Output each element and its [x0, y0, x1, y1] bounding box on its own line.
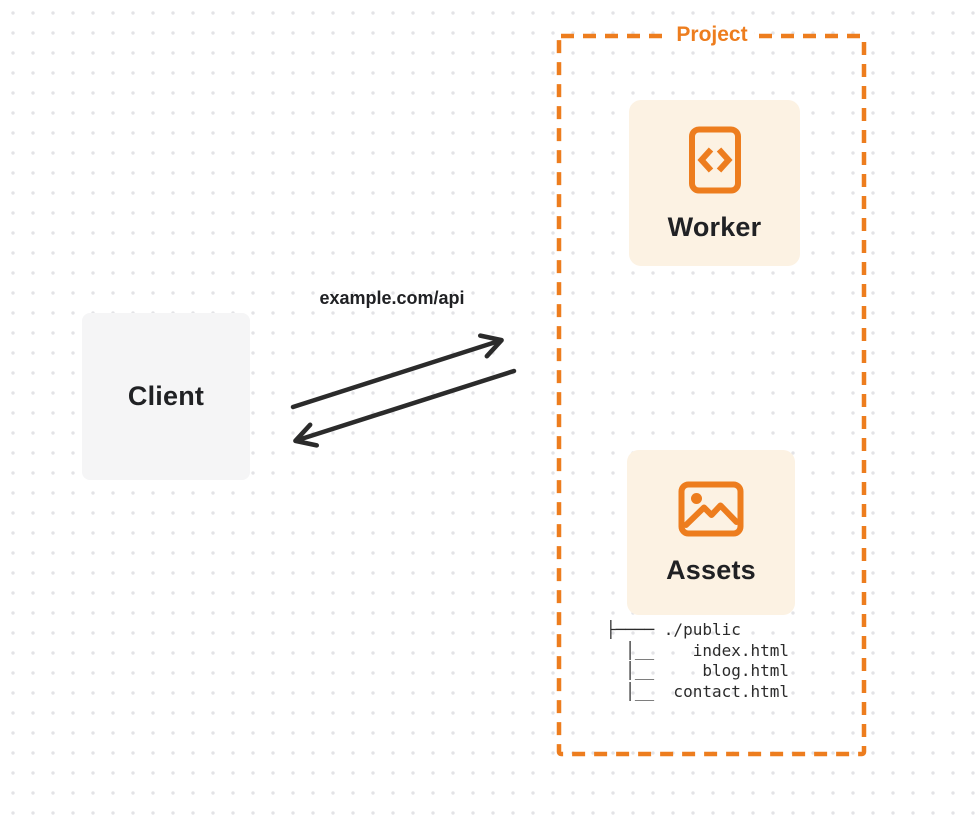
file-tree-line-contact: │__ contact.html: [606, 681, 790, 701]
worker-label: Worker: [667, 212, 762, 242]
worker-node: Worker: [629, 100, 800, 266]
request-url-label: example.com/api: [319, 288, 465, 308]
request-arrow-icon: [290, 333, 504, 410]
assets-node: Assets: [627, 450, 795, 615]
assets-label: Assets: [666, 555, 756, 585]
image-icon: [678, 481, 744, 537]
code-icon: [688, 126, 742, 194]
file-tree-line-public: ├──── ./public: [606, 620, 741, 639]
response-arrow-icon: [293, 368, 517, 448]
file-tree-line-index: │__ index.html: [606, 640, 790, 660]
assets-file-tree: ├──── ./public │__ index.html │__ blog.h…: [606, 620, 789, 702]
client-label: Client: [127, 381, 205, 411]
file-tree-line-blog: │__ blog.html: [606, 661, 790, 680]
project-title: Project: [669, 21, 755, 49]
client-node: Client: [82, 313, 250, 480]
